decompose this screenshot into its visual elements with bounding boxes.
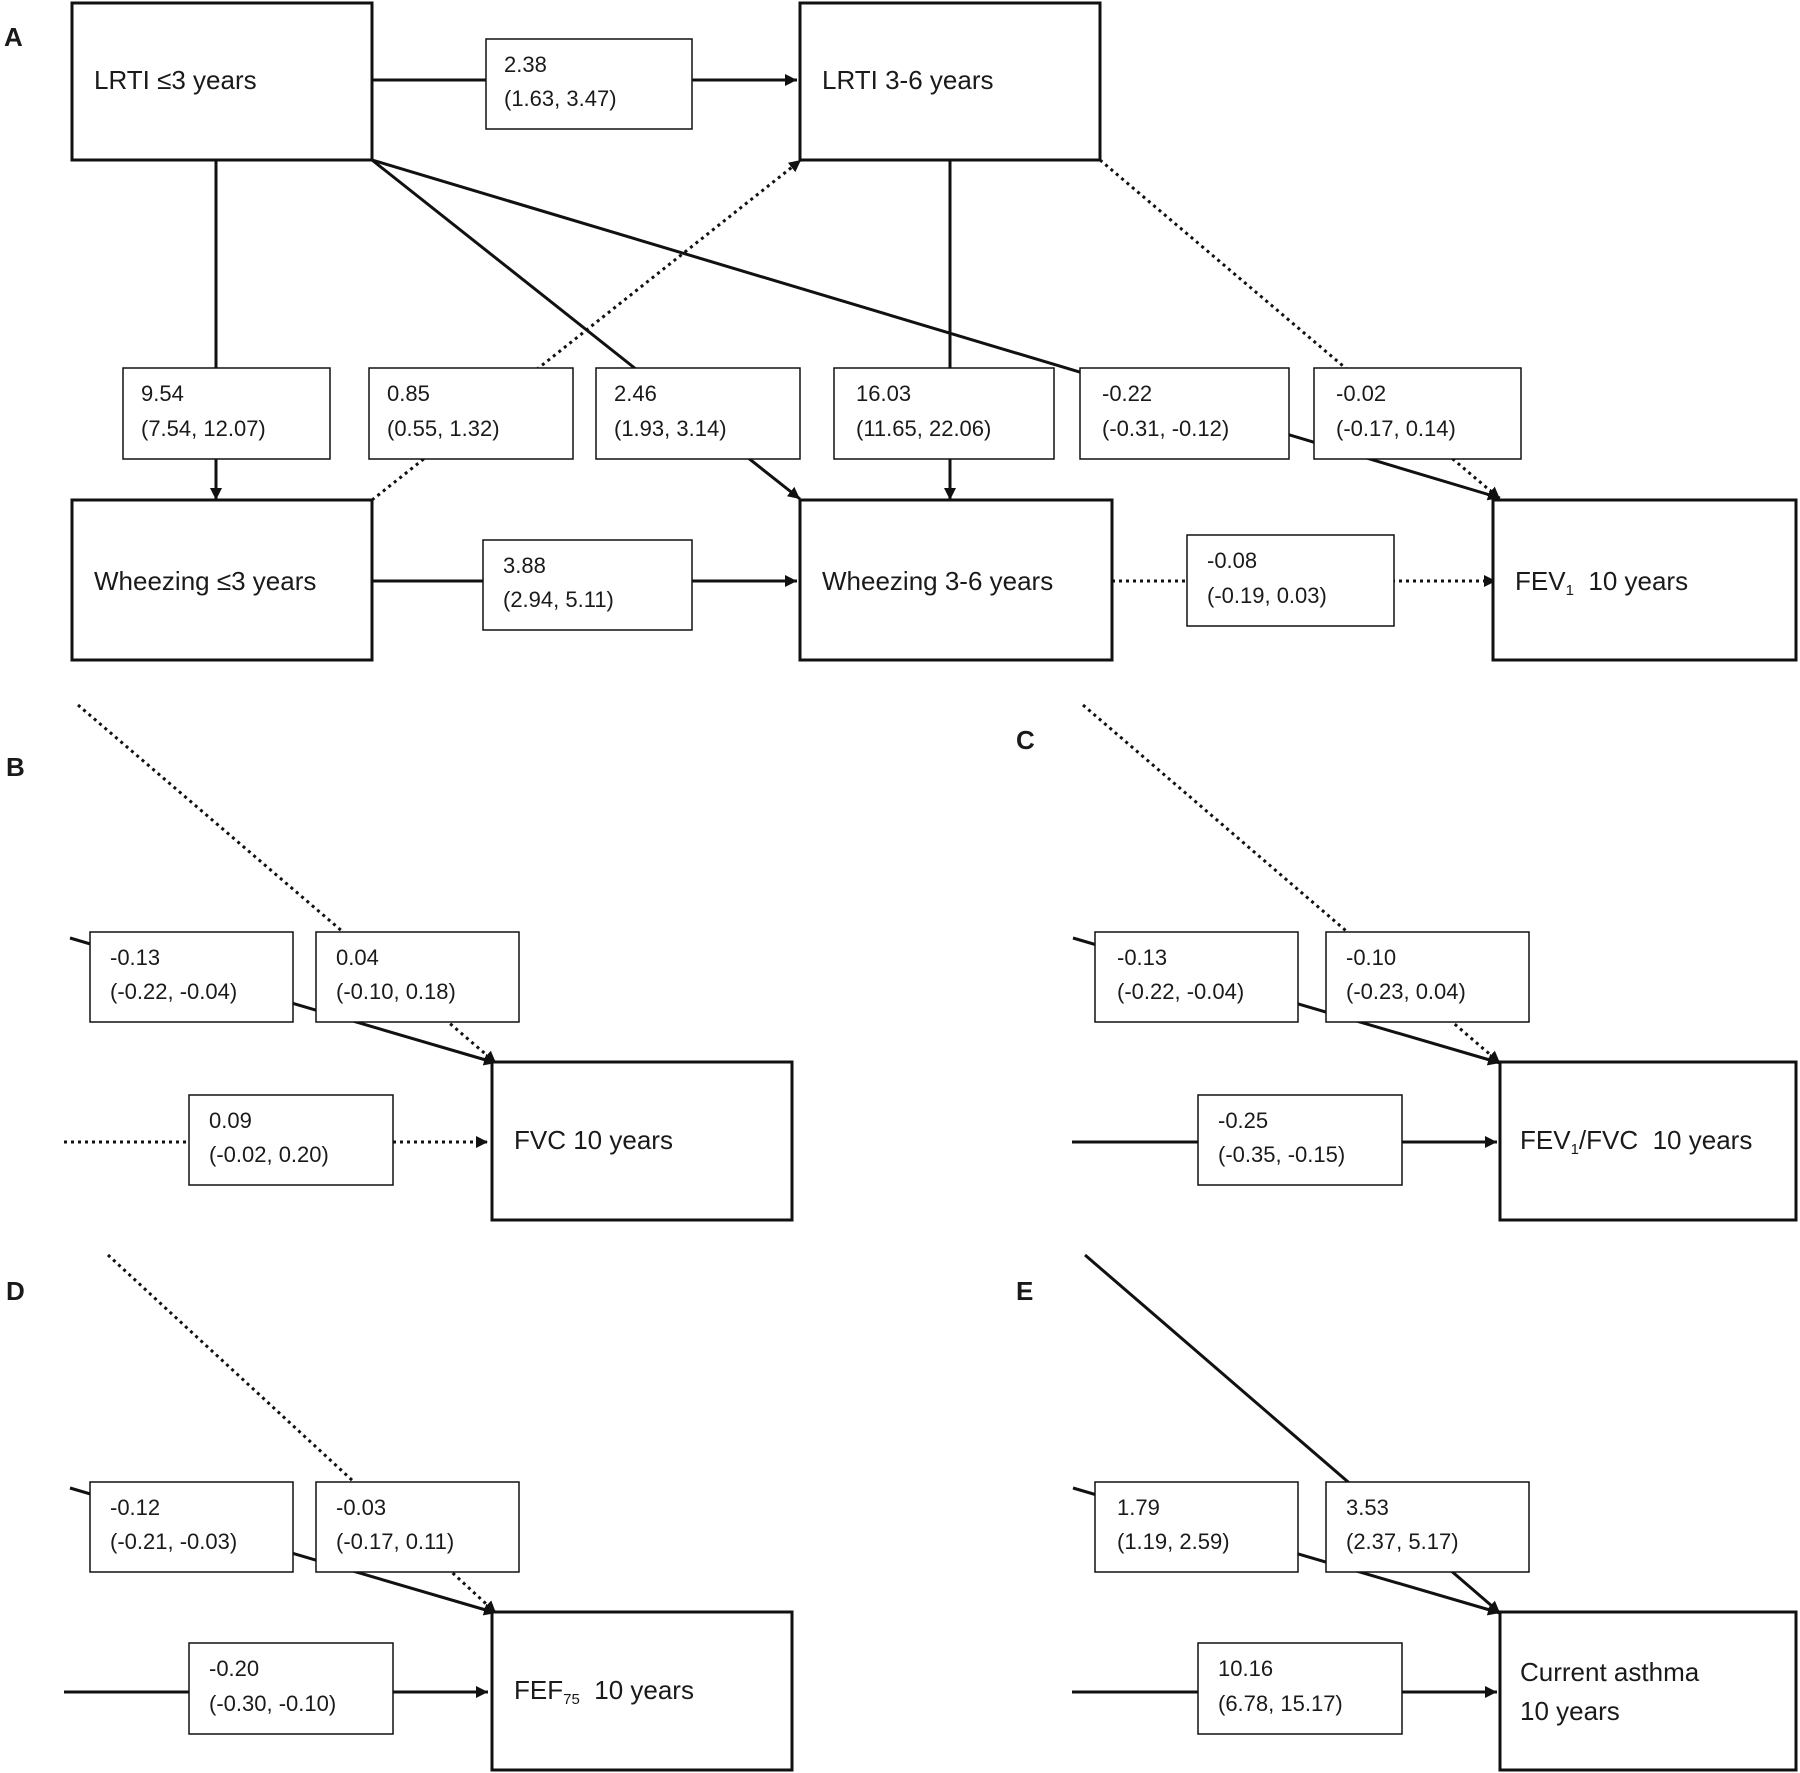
svg-text:(-0.30, -0.10): (-0.30, -0.10) (209, 1691, 336, 1716)
estimate-box: -0.02 (-0.17, 0.14) (1313, 367, 1522, 460)
svg-text:-0.02: -0.02 (1336, 381, 1386, 406)
panel-d: D FEF75 10 years -0.12 (-0.21, -0.03) -0… (6, 1253, 794, 1772)
svg-text:-0.25: -0.25 (1218, 1108, 1268, 1133)
svg-text:-0.22: -0.22 (1102, 381, 1152, 406)
node-wheeze-le3-label: Wheezing ≤3 years (94, 566, 316, 596)
estimate-box: 16.03 (11.65, 22.06) (833, 367, 1055, 460)
estimate-box: 9.54 (7.54, 12.07) (122, 367, 331, 460)
svg-text:(-0.21, -0.03): (-0.21, -0.03) (110, 1529, 237, 1554)
svg-text:(-0.17, 0.11): (-0.17, 0.11) (336, 1529, 454, 1554)
estimate-box: 0.04 (-0.10, 0.18) (315, 931, 520, 1023)
node-lrti-le3 (70, 1, 374, 162)
estimate-box: -0.10 (-0.23, 0.04) (1325, 931, 1530, 1023)
svg-text:(-0.17, 0.14): (-0.17, 0.14) (1336, 416, 1456, 441)
node-wheeze-3-6 (798, 498, 1114, 662)
svg-text:(1.19, 2.59): (1.19, 2.59) (1117, 1529, 1230, 1554)
estimate-box: -0.13 (-0.22, -0.04) (89, 931, 294, 1023)
node-fvc (490, 1060, 794, 1222)
node-fef75 (490, 1610, 794, 1772)
svg-text:(2.37, 5.17): (2.37, 5.17) (1346, 1529, 1459, 1554)
estimate-box: 2.46 (1.93, 3.14) (595, 367, 801, 460)
panel-b: B FVC 10 years -0.13 (-0.22, -0.04) 0.04… (6, 703, 794, 1222)
node-current-asthma (1498, 1610, 1798, 1772)
svg-text:(-0.22, -0.04): (-0.22, -0.04) (110, 979, 237, 1004)
svg-text:(1.93, 3.14): (1.93, 3.14) (614, 416, 727, 441)
estimate-box: -0.20 (-0.30, -0.10) (188, 1642, 394, 1735)
svg-text:-0.13: -0.13 (1117, 945, 1167, 970)
svg-text:(-0.35, -0.15): (-0.35, -0.15) (1218, 1142, 1345, 1167)
estimate-box: -0.12 (-0.21, -0.03) (89, 1481, 294, 1573)
node-lrti-3-6 (798, 1, 1102, 162)
estimate-box: 10.16 (6.78, 15.17) (1197, 1642, 1403, 1735)
edge-lrti-le3-to-fev1 (371, 158, 1501, 501)
edge-dotted-b (77, 703, 497, 1065)
estimate-box: -0.08 (-0.19, 0.03) (1186, 534, 1395, 627)
svg-text:-0.03: -0.03 (336, 1495, 386, 1520)
panel-a: A LRTI ≤3 years LRTI 3-6 years Wheezing … (4, 1, 1798, 662)
svg-text:(11.65, 22.06): (11.65, 22.06) (856, 416, 991, 441)
estimate-box: 0.85 (0.55, 1.32) (368, 367, 574, 460)
panel-e: E Current asthma 10 years 1.79 (1.19, 2.… (1016, 1253, 1798, 1772)
node-current-asthma-line2: 10 years (1520, 1696, 1620, 1726)
svg-text:(6.78, 15.17): (6.78, 15.17) (1218, 1691, 1343, 1716)
svg-text:10.16: 10.16 (1218, 1656, 1273, 1681)
svg-text:-0.08: -0.08 (1207, 548, 1257, 573)
svg-text:-0.12: -0.12 (110, 1495, 160, 1520)
node-lrti-le3-label: LRTI ≤3 years (94, 65, 257, 95)
svg-text:(-0.22, -0.04): (-0.22, -0.04) (1117, 979, 1244, 1004)
estimate-box: 0.09 (-0.02, 0.20) (188, 1094, 394, 1186)
panel-label-b: B (6, 752, 25, 782)
svg-text:(1.63, 3.47): (1.63, 3.47) (504, 86, 617, 111)
svg-text:(0.55, 1.32): (0.55, 1.32) (387, 416, 500, 441)
svg-text:3.88: 3.88 (503, 553, 546, 578)
panel-label-e: E (1016, 1276, 1033, 1306)
estimate-box: 3.53 (2.37, 5.17) (1325, 1481, 1530, 1573)
panel-label-a: A (4, 22, 23, 52)
estimate-box: -0.03 (-0.17, 0.11) (315, 1481, 520, 1573)
node-fev1-fvc-label: FEV1/FVC 10 years (1520, 1125, 1752, 1158)
svg-text:(-0.31, -0.12): (-0.31, -0.12) (1102, 416, 1229, 441)
node-fev1-fvc (1498, 1060, 1798, 1222)
svg-text:-0.20: -0.20 (209, 1656, 259, 1681)
estimate-box: 2.38 (1.63, 3.47) (485, 38, 693, 130)
node-wheeze-le3 (70, 498, 374, 662)
svg-text:2.38: 2.38 (504, 52, 547, 77)
svg-text:9.54: 9.54 (141, 381, 184, 406)
node-fvc-label: FVC 10 years (514, 1125, 673, 1155)
svg-text:0.09: 0.09 (209, 1108, 252, 1133)
svg-text:-0.13: -0.13 (110, 945, 160, 970)
svg-text:3.53: 3.53 (1346, 1495, 1389, 1520)
estimate-box: 1.79 (1.19, 2.59) (1094, 1481, 1299, 1573)
svg-text:(-0.19, 0.03): (-0.19, 0.03) (1207, 583, 1327, 608)
estimate-box: -0.22 (-0.31, -0.12) (1079, 367, 1290, 460)
svg-text:(7.54, 12.07): (7.54, 12.07) (141, 416, 266, 441)
svg-text:16.03: 16.03 (856, 381, 911, 406)
node-current-asthma-line1: Current asthma (1520, 1657, 1700, 1687)
node-lrti-3-6-label: LRTI 3-6 years (822, 65, 993, 95)
svg-text:2.46: 2.46 (614, 381, 657, 406)
panel-c: C FEV1/FVC 10 years -0.13 (-0.22, -0.04)… (1016, 703, 1798, 1222)
panel-label-d: D (6, 1276, 25, 1306)
svg-text:(-0.02, 0.20): (-0.02, 0.20) (209, 1142, 329, 1167)
node-fef75-label: FEF75 10 years (514, 1675, 694, 1708)
svg-text:1.79: 1.79 (1117, 1495, 1160, 1520)
svg-text:-0.10: -0.10 (1346, 945, 1396, 970)
estimate-box: -0.13 (-0.22, -0.04) (1094, 931, 1299, 1023)
svg-text:0.04: 0.04 (336, 945, 379, 970)
panel-label-c: C (1016, 725, 1035, 755)
svg-text:(-0.23, 0.04): (-0.23, 0.04) (1346, 979, 1466, 1004)
node-fev1-label: FEV1 10 years (1515, 566, 1688, 599)
node-fev1 (1491, 498, 1798, 662)
estimate-box: -0.25 (-0.35, -0.15) (1197, 1094, 1403, 1186)
estimate-box: 3.88 (2.94, 5.11) (482, 539, 693, 631)
svg-text:0.85: 0.85 (387, 381, 430, 406)
node-wheeze-3-6-label: Wheezing 3-6 years (822, 566, 1053, 596)
svg-text:(2.94, 5.11): (2.94, 5.11) (503, 587, 614, 612)
svg-text:(-0.10, 0.18): (-0.10, 0.18) (336, 979, 456, 1004)
